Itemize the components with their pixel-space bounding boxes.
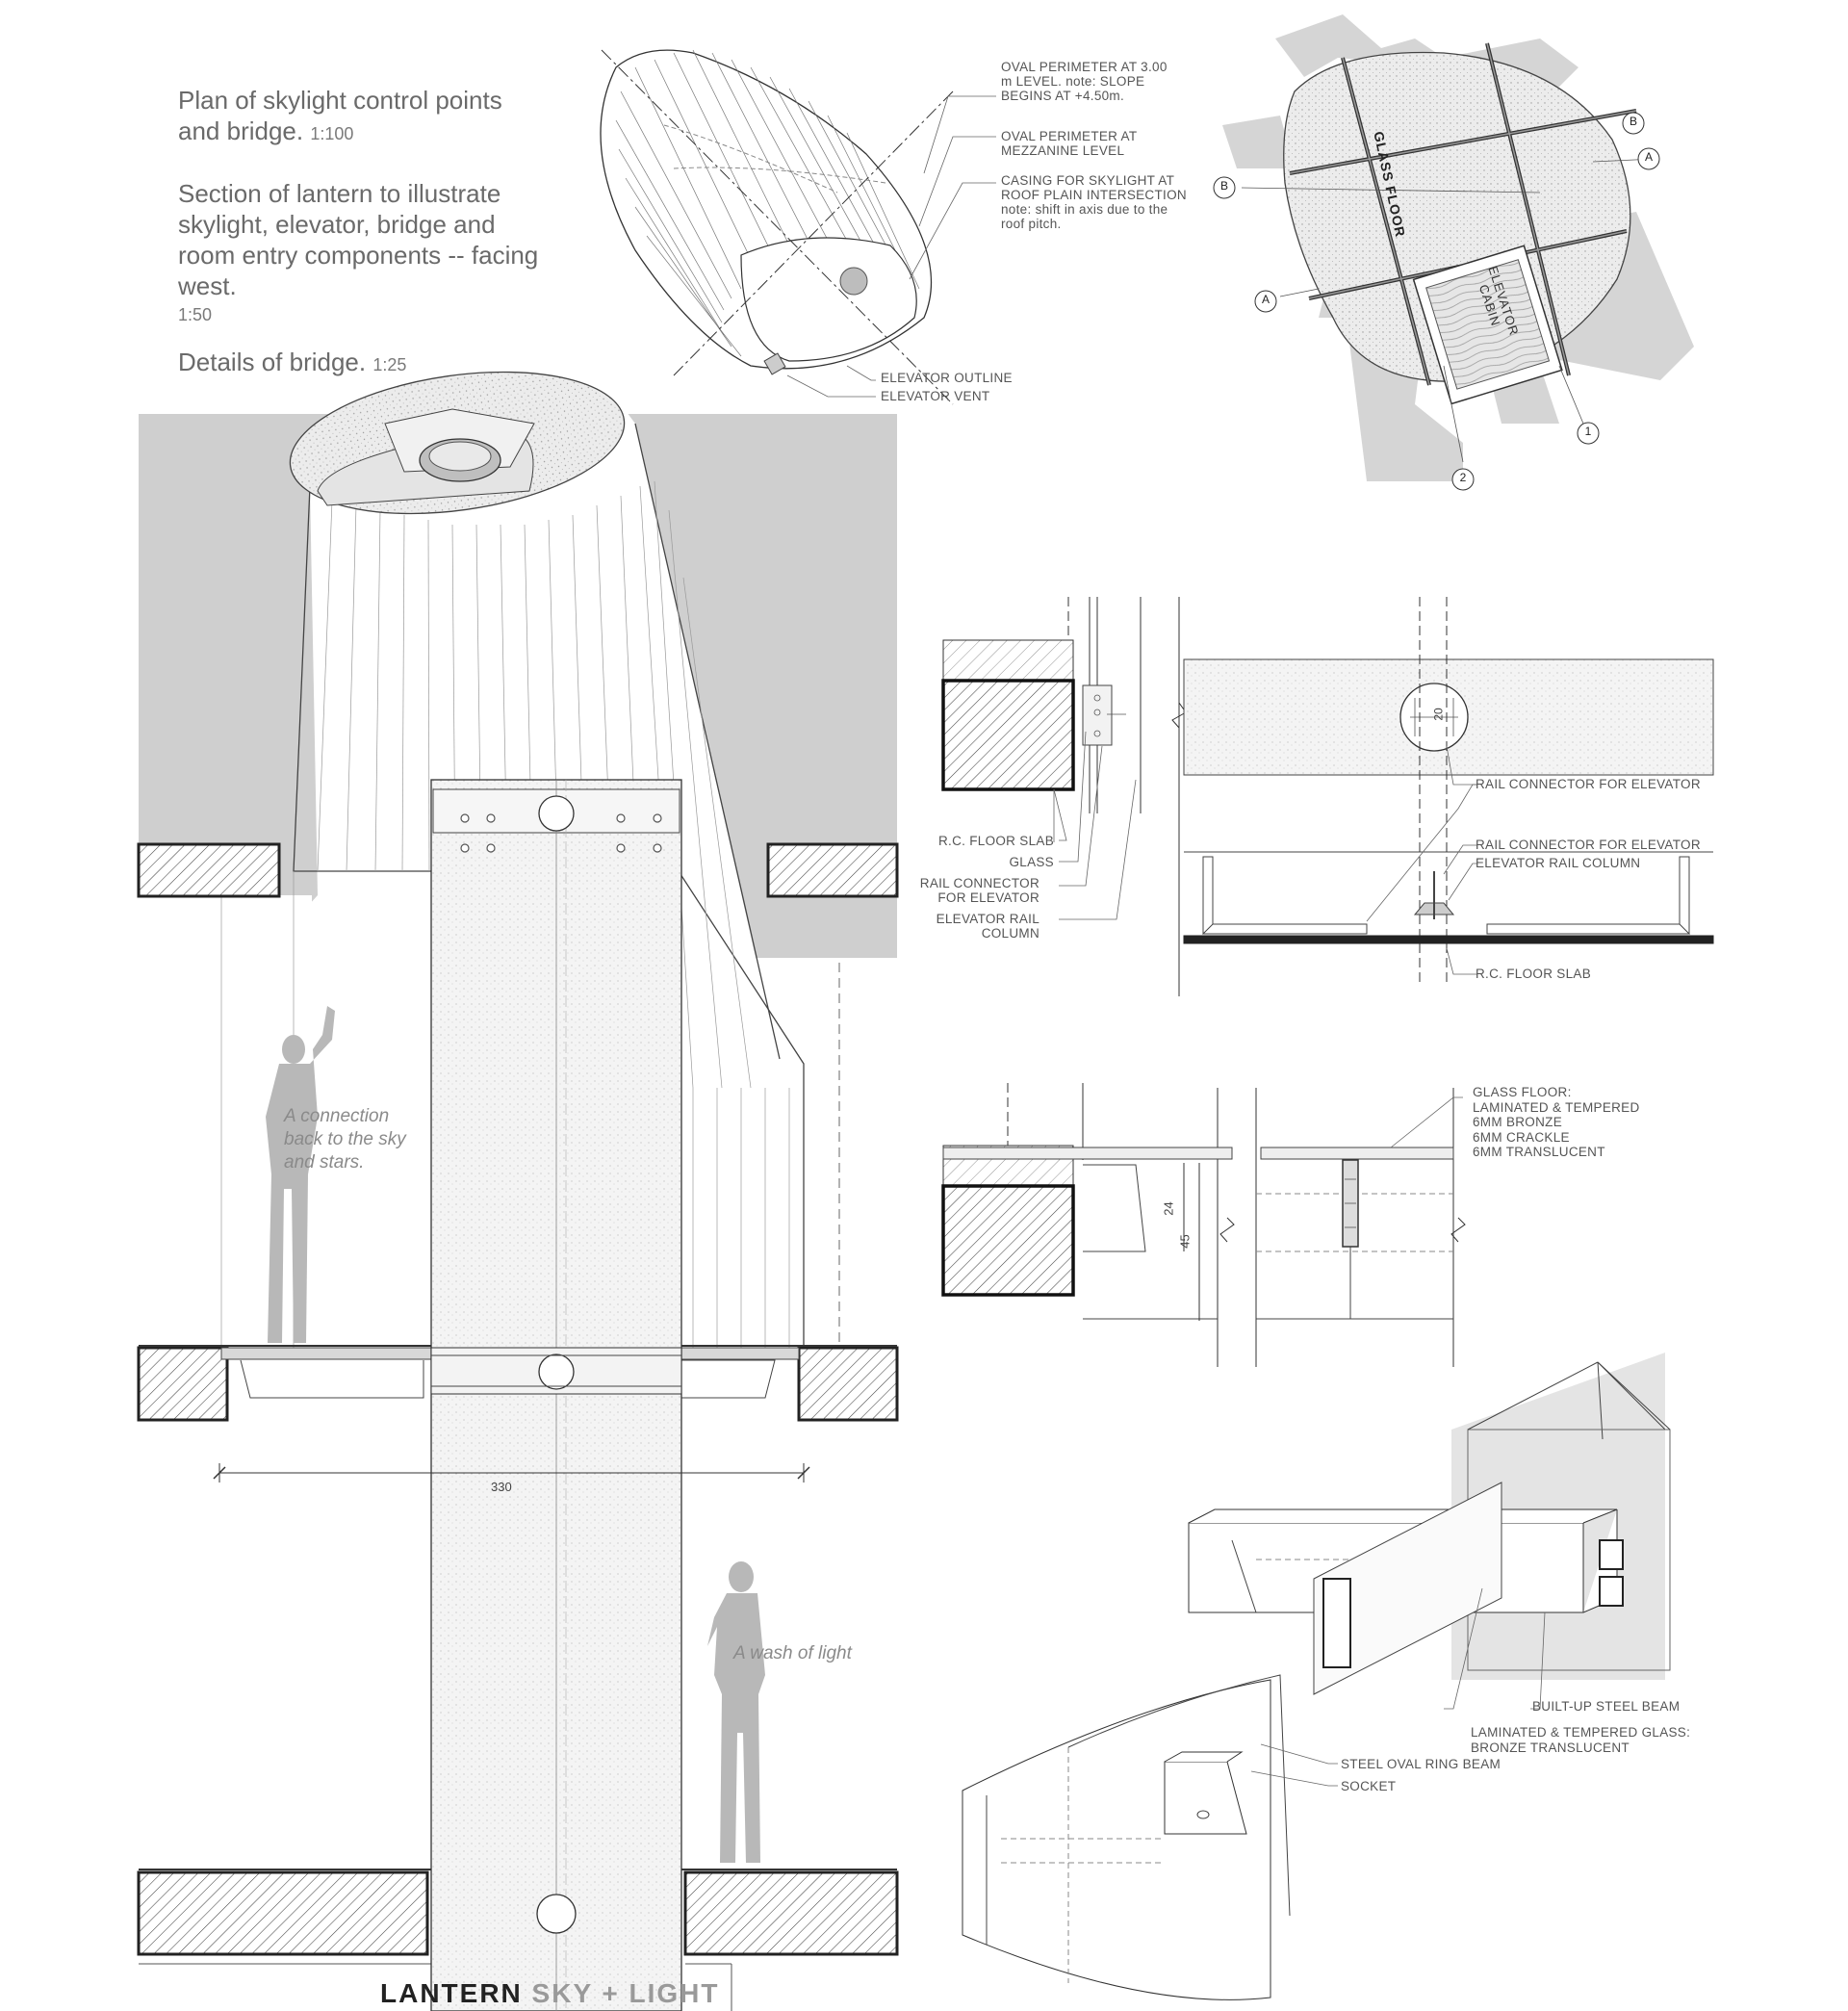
- label-rail-connector-2a: RAIL CONNECTOR FOR ELEVATOR: [1476, 777, 1701, 791]
- lantern-section: [137, 371, 899, 2011]
- label-elevator-rail-column-2: ELEVATOR RAIL COLUMN: [1476, 856, 1641, 870]
- label-glass: GLASS: [1009, 855, 1054, 869]
- grid-marker-2: 2: [1459, 471, 1467, 484]
- intro-text: Plan of skylight control points and brid…: [178, 85, 544, 380]
- label-laminated-glass: LAMINATED & TEMPERED GLASS:: [1471, 1725, 1691, 1740]
- label-built-up-steel-beam: BUILT-UP STEEL BEAM: [1532, 1699, 1681, 1714]
- dimension-45: 45: [1177, 1234, 1193, 1249]
- dimension-20: 20: [1431, 708, 1446, 721]
- label-elevator-rail-column-1: ELEVATOR RAIL COLUMN: [936, 912, 1040, 941]
- detail-glass-floor-section: [941, 1083, 1466, 1367]
- glass-floor-spec-3: 6MM CRACKLE: [1473, 1129, 1570, 1145]
- section-title: Section of lantern to illustrate skyligh…: [178, 179, 539, 300]
- label-rc-floor-slab-1: R.C. FLOOR SLAB: [937, 834, 1054, 848]
- quote-wash-of-light: A wash of light: [733, 1643, 852, 1663]
- glass-floor-plan: [1213, 14, 1694, 491]
- glass-floor-spec-4: 6MM TRANSLUCENT: [1473, 1145, 1605, 1159]
- grid-marker-b-left: B: [1219, 179, 1228, 193]
- label-oval-perimeter-mezz: OVAL PERIMETER AT MEZZANINE LEVEL: [1001, 129, 1138, 158]
- grid-marker-a-left: A: [1261, 293, 1270, 306]
- label-glass-floor-spec: GLASS FLOOR: LAMINATED & TEMPERED 6MM BR…: [1473, 1085, 1640, 1160]
- plan-title: Plan of skylight control points and brid…: [178, 86, 502, 145]
- plan-scale: 1:100: [310, 124, 354, 143]
- section-scale: 1:50: [178, 305, 213, 324]
- label-rail-connector-1: RAIL CONNECTOR FOR ELEVATOR: [919, 876, 1040, 905]
- dimension-330: 330: [491, 1480, 512, 1494]
- glass-floor-spec-2: 6MM BRONZE: [1473, 1115, 1563, 1129]
- label-elevator-outline: ELEVATOR OUTLINE: [881, 371, 1013, 385]
- label-rail-connector-2b: RAIL CONNECTOR FOR ELEVATOR: [1476, 838, 1701, 852]
- detail-rail-connector-plan: [1171, 597, 1714, 996]
- grid-marker-a-right: A: [1644, 150, 1653, 164]
- dimension-24: 24: [1161, 1201, 1176, 1216]
- glass-floor-spec-1: LAMINATED & TEMPERED: [1473, 1099, 1640, 1115]
- label-steel-oval-ring-beam: STEEL OVAL RING BEAM: [1341, 1757, 1502, 1771]
- oval-skylight-plan: [600, 49, 996, 405]
- sheet-title-grey: SKY + LIGHT: [531, 1978, 720, 2008]
- grid-marker-1: 1: [1584, 425, 1592, 438]
- quote-connection: A connection back to the sky and stars.: [284, 1106, 406, 1173]
- detail-axonometric: [962, 1353, 1671, 2000]
- details-title: Details of bridge. 1:25: [178, 348, 407, 376]
- label-elevator-vent: ELEVATOR VENT: [881, 389, 990, 403]
- sheet-title: LANTERN SKY + LIGHT: [380, 1978, 720, 2009]
- label-laminated-glass-2: BRONZE TRANSLUCENT: [1471, 1740, 1630, 1755]
- label-casing: CASING FOR SKYLIGHT AT ROOF PLAIN INTERS…: [1001, 173, 1187, 231]
- label-socket: SOCKET: [1341, 1779, 1397, 1793]
- glass-floor-spec-title: GLASS FLOOR:: [1473, 1085, 1572, 1099]
- sheet-title-bold: LANTERN: [380, 1978, 523, 2008]
- grid-marker-b-right: B: [1629, 115, 1637, 128]
- label-oval-perimeter-3m: OVAL PERIMETER AT 3.00 m LEVEL. note: SL…: [1001, 60, 1168, 103]
- label-rc-floor-slab-2: R.C. FLOOR SLAB: [1476, 967, 1592, 981]
- detail-rail-connector-section: [941, 597, 1142, 920]
- details-scale: 1:25: [372, 355, 407, 374]
